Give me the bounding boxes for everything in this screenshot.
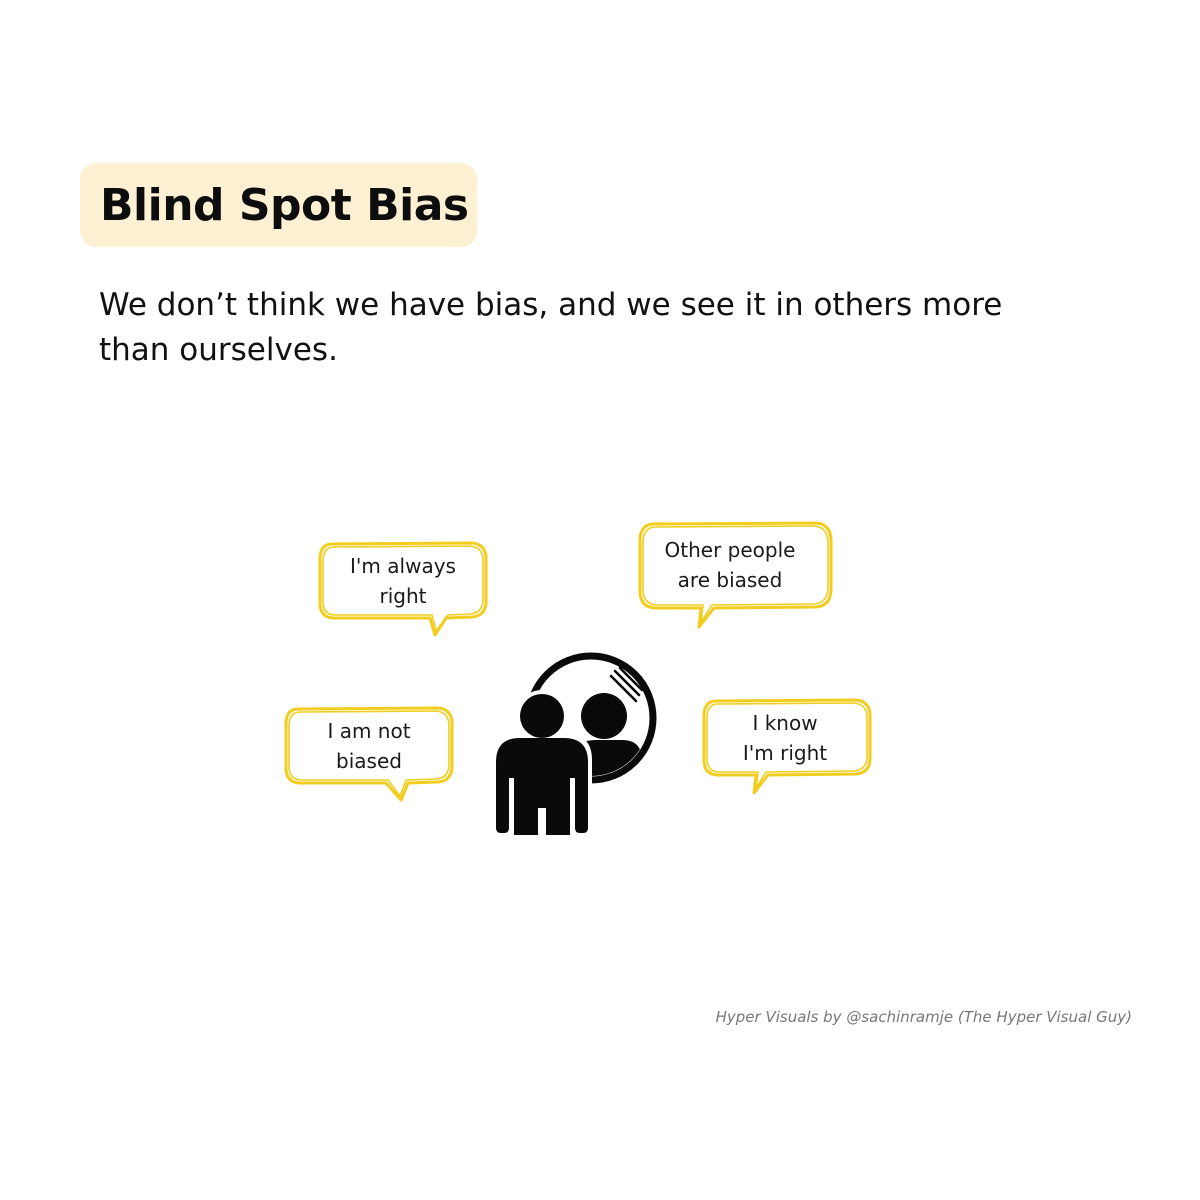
speech-bubble-outline (284, 706, 454, 802)
bubble-line: biased (336, 749, 402, 773)
speech-bubble-outline (318, 541, 488, 637)
title-badge: Blind Spot Bias (80, 163, 477, 247)
bubble-line: I know (752, 711, 818, 735)
page-subtitle: We don’t think we have bias, and we see … (99, 287, 1003, 368)
mirror-glare-icon (609, 666, 644, 703)
speech-bubble-others-biased: Other people are biased (638, 521, 834, 631)
bubble-line: I'm right (742, 741, 828, 765)
mirror-figure-graphic (492, 652, 657, 838)
bubble-line: right (379, 584, 427, 608)
author-credit: Hyper Visuals by @sachinramje (The Hyper… (715, 1008, 1132, 1026)
bubble-line: I am not (327, 719, 411, 743)
speech-bubble-outline (638, 521, 833, 629)
bubble-line: Other people (664, 538, 796, 562)
person-head (520, 694, 564, 738)
person-looking-in-mirror-icon (490, 648, 680, 847)
bubble-line: are biased (677, 568, 783, 592)
speech-bubble-know-right: I know I'm right (702, 698, 872, 798)
bubble-line: I'm always (350, 554, 456, 578)
page-title: Blind Spot Bias (100, 179, 469, 231)
speech-bubble-always-right: I'm always right (318, 541, 488, 641)
person-body (496, 738, 588, 835)
speech-bubble-not-biased: I am not biased (284, 706, 454, 806)
speech-bubble-outline (702, 698, 872, 795)
